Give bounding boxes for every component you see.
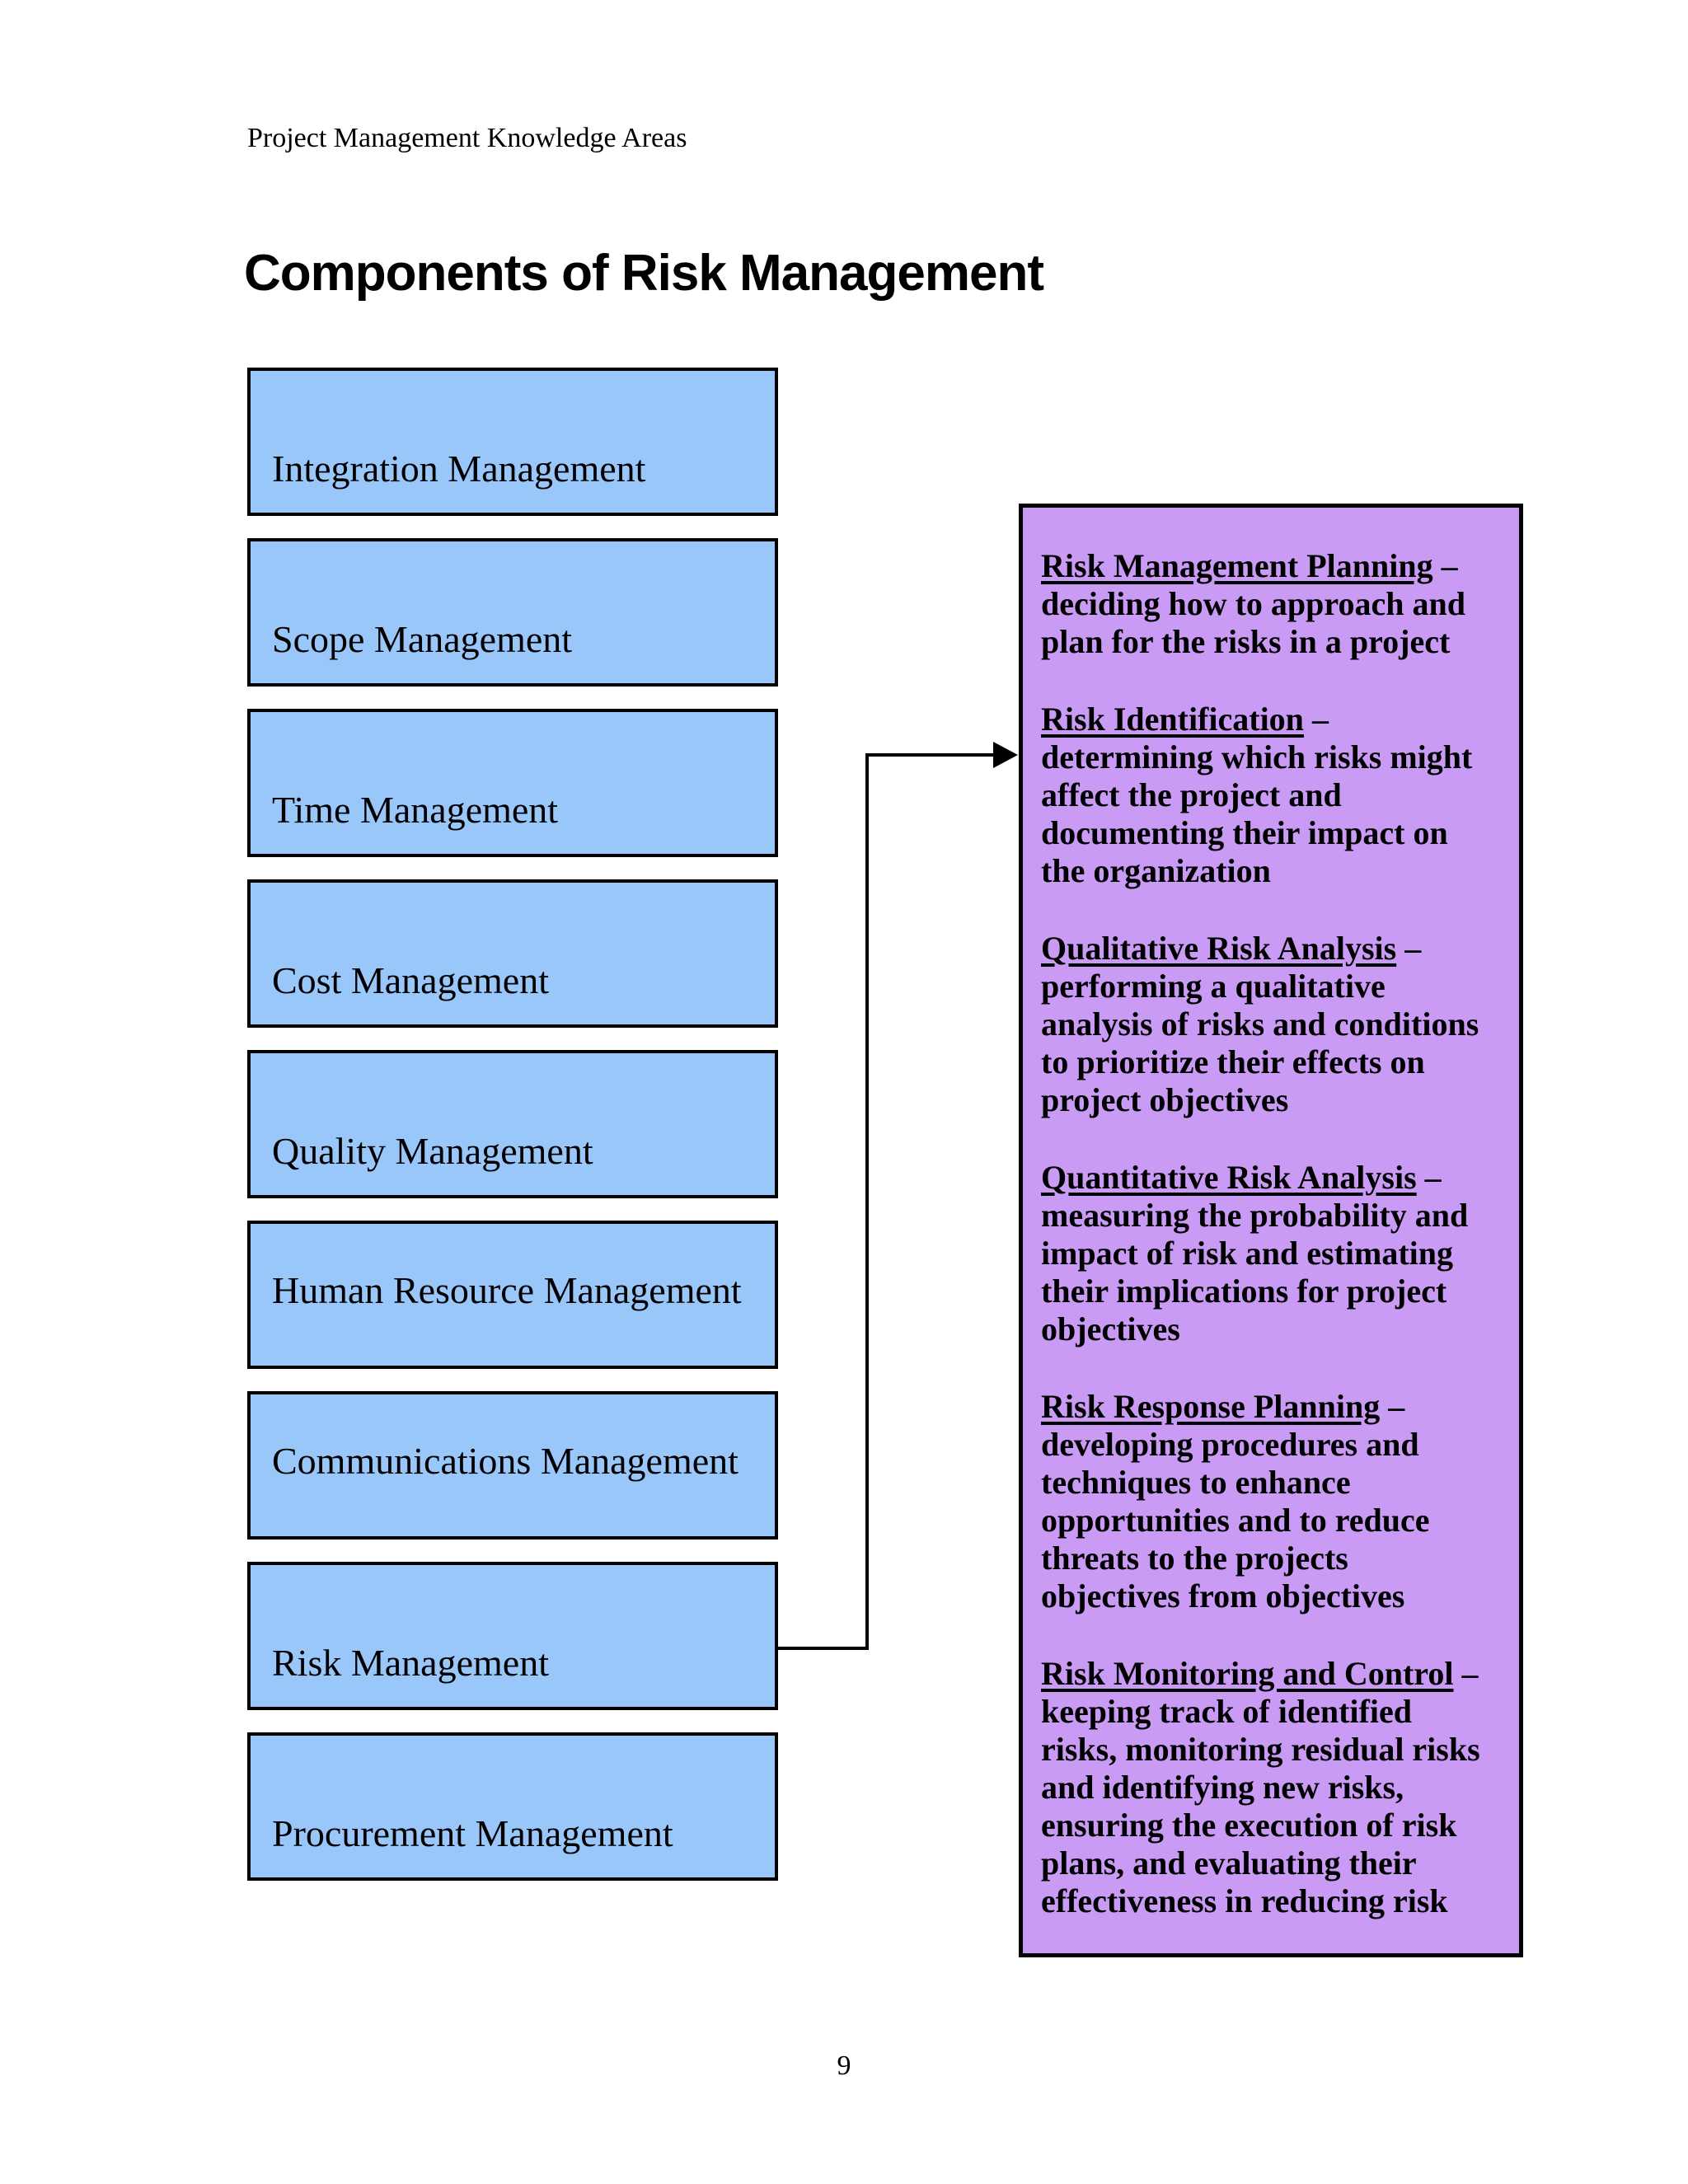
knowledge-area-label: Quality Management xyxy=(272,1130,593,1173)
risk-component-description: – deciding how to approach and plan for … xyxy=(1041,547,1465,660)
risk-component-paragraph: Risk Response Planning – developing proc… xyxy=(1041,1388,1494,1615)
risk-component-paragraph: Quantitative Risk Analysis – measuring t… xyxy=(1041,1159,1494,1348)
risk-component-heading: Risk Identification xyxy=(1041,701,1304,738)
page-number: 9 xyxy=(837,2050,851,2081)
knowledge-area-label: Procurement Management xyxy=(272,1812,673,1855)
knowledge-area-box: Human Resource Management xyxy=(247,1221,778,1369)
knowledge-area-box: Cost Management xyxy=(247,879,778,1028)
connector-line-vertical xyxy=(865,753,869,1650)
knowledge-area-box: Communications Management xyxy=(247,1391,778,1540)
knowledge-area-label: Cost Management xyxy=(272,959,549,1002)
knowledge-areas-column: Integration Management Scope Management … xyxy=(247,368,778,1881)
risk-component-description: – keeping track of identified risks, mon… xyxy=(1041,1655,1480,1919)
knowledge-area-label: Communications Management xyxy=(272,1439,738,1482)
knowledge-area-label: Human Resource Management xyxy=(272,1268,742,1311)
knowledge-area-box: Time Management xyxy=(247,709,778,857)
risk-component-paragraph: Qualitative Risk Analysis – performing a… xyxy=(1041,930,1494,1119)
risk-component-heading: Qualitative Risk Analysis xyxy=(1041,930,1397,967)
risk-component-heading: Risk Response Planning xyxy=(1041,1388,1381,1425)
page-title: Components of Risk Management xyxy=(244,245,1044,302)
knowledge-area-box: Integration Management xyxy=(247,368,778,516)
risk-components-panel: Risk Management Planning – deciding how … xyxy=(1019,504,1523,1957)
risk-component-heading: Quantitative Risk Analysis xyxy=(1041,1159,1417,1196)
risk-component-description: – developing procedures and techniques t… xyxy=(1041,1388,1430,1615)
risk-component-description: – determining which risks might affect t… xyxy=(1041,701,1473,889)
knowledge-area-label: Time Management xyxy=(272,789,559,832)
connector-arrowhead-icon xyxy=(993,742,1018,768)
knowledge-area-box: Scope Management xyxy=(247,538,778,687)
knowledge-area-label: Risk Management xyxy=(272,1642,549,1685)
knowledge-area-box: Quality Management xyxy=(247,1050,778,1198)
risk-component-paragraph: Risk Management Planning – deciding how … xyxy=(1041,547,1494,661)
risk-component-description: – performing a qualitative analysis of r… xyxy=(1041,930,1479,1118)
knowledge-area-label: Integration Management xyxy=(272,448,646,490)
risk-component-description: – measuring the probability and impact o… xyxy=(1041,1159,1469,1347)
page-header: Project Management Knowledge Areas xyxy=(247,123,687,153)
knowledge-area-box: Risk Management xyxy=(247,1562,778,1710)
risk-component-paragraph: Risk Identification – determining which … xyxy=(1041,701,1494,890)
connector-line-to-panel xyxy=(865,753,993,757)
risk-component-heading: Risk Monitoring and Control xyxy=(1041,1655,1454,1692)
connector-line-from-risk-management-box xyxy=(778,1647,867,1650)
risk-component-paragraph: Risk Monitoring and Control – keeping tr… xyxy=(1041,1655,1494,1920)
risk-component-heading: Risk Management Planning xyxy=(1041,547,1433,584)
knowledge-area-label: Scope Management xyxy=(272,618,573,661)
knowledge-area-box: Procurement Management xyxy=(247,1732,778,1881)
